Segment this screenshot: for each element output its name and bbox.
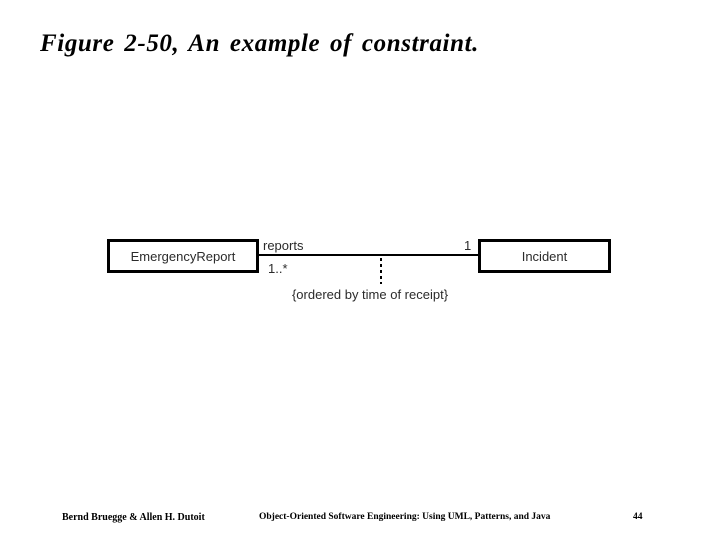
multiplicity-target-label: 1: [464, 238, 472, 253]
class-name-label: EmergencyReport: [130, 248, 236, 264]
association-line: [258, 254, 478, 256]
association-name-label: reports: [263, 238, 304, 253]
multiplicity-source-label: 1..*: [268, 261, 288, 276]
uml-class-incident: Incident: [478, 239, 611, 273]
footer-authors: Bernd Bruegge & Allen H. Dutoit: [62, 512, 205, 523]
constraint-anchor-dashed-line: [380, 258, 382, 284]
slide-title: Figure 2-50, An example of constraint.: [40, 30, 479, 57]
footer-page-number: 44: [633, 512, 643, 522]
class-name-label: Incident: [521, 248, 568, 264]
footer-book-title: Object-Oriented Software Engineering: Us…: [259, 512, 551, 522]
uml-class-emergencyreport: EmergencyReport: [107, 239, 259, 273]
constraint-label: {ordered by time of receipt}: [291, 287, 449, 302]
